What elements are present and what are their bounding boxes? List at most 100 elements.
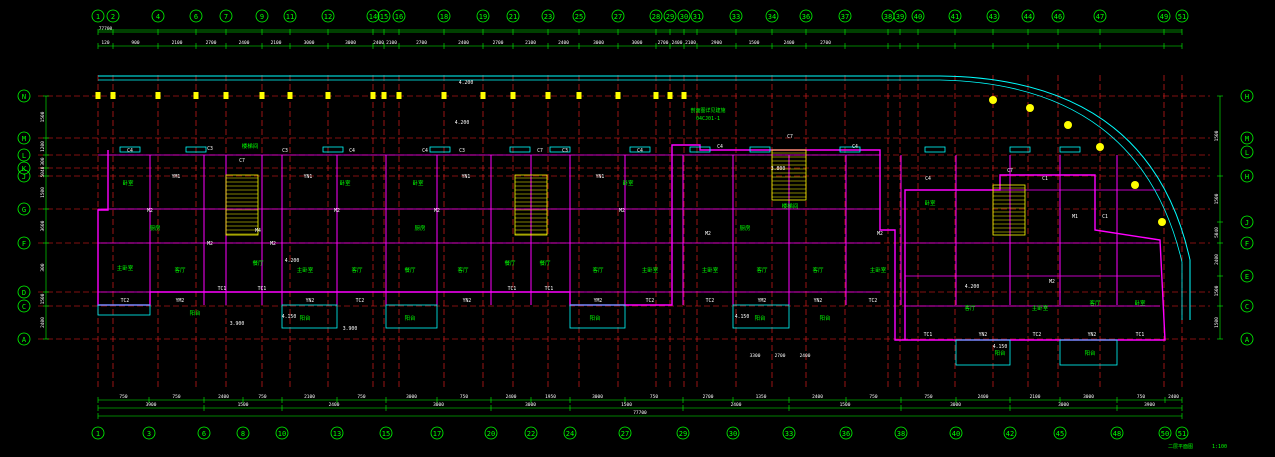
room-label-living-room: 客厅: [812, 266, 824, 274]
dim-bottom-row-1-label: 2400: [1168, 394, 1179, 400]
element-tag: C4: [127, 148, 133, 154]
window-opening: [749, 146, 771, 153]
stair-box: [992, 184, 1026, 236]
axis-bubble-bottom: [484, 426, 498, 440]
dim-bottom-row-1-label: 2100: [304, 394, 315, 400]
element-tag: YN2: [1088, 332, 1097, 338]
dim-left-label: 1500: [40, 187, 46, 198]
dim-top-row-label: 2400: [239, 40, 250, 46]
axis-bubble-top: [986, 9, 1000, 23]
bay-window: [385, 304, 438, 329]
axis-bubble-bottom-label: 13: [333, 430, 341, 438]
center-dimension: 2700: [775, 353, 786, 359]
room-label-master-bedroom: 主卧室: [642, 266, 659, 274]
axis-bubble-top: [437, 9, 451, 23]
axis-bubble-top-label: 29: [666, 13, 674, 21]
column-round: [989, 96, 997, 104]
axis-bubble-right: [1240, 269, 1254, 283]
axis-bubble-top-label: 25: [575, 13, 583, 21]
element-tag: M2: [147, 208, 153, 214]
dim-right-label: 1500: [1214, 130, 1220, 141]
element-tag: M2: [1049, 279, 1055, 285]
axis-bubble-left: [17, 202, 31, 216]
window-opening: [119, 146, 141, 153]
column: [223, 92, 229, 99]
elevation-mark: 4.150: [735, 314, 750, 320]
axis-bubble-bottom: [676, 426, 690, 440]
room-label-living-room: 客厅: [351, 266, 363, 274]
dim-bottom-row-2-label: 3000: [950, 402, 961, 408]
axis-bubble-right-label: H: [1245, 173, 1249, 181]
axis-bubble-left-label: N: [22, 93, 26, 101]
room-label-master-bedroom: 主卧室: [702, 266, 719, 274]
element-tag: YN1: [462, 174, 471, 180]
dim-top-row-label: 2100: [172, 40, 183, 46]
room-label-dining: 餐厅: [539, 259, 551, 267]
element-tag: TC1: [1136, 332, 1145, 338]
axis-bubble-top: [189, 9, 203, 23]
element-tag: YN2: [979, 332, 988, 338]
axis-bubble-top-label: 15: [380, 13, 388, 21]
element-tag: C1: [1102, 214, 1108, 220]
axis-bubble-right: [1240, 145, 1254, 159]
axis-bubble-bottom-label: 20: [487, 430, 495, 438]
axis-bubble-bottom: [726, 426, 740, 440]
axis-bubble-top-label: 31: [693, 13, 701, 21]
dim-top-row-label: 2400: [784, 40, 795, 46]
axis-bubble-top-label: 1: [96, 13, 100, 21]
axis-bubble-bottom-label: 1: [96, 430, 100, 438]
axis-bubble-right-label: J: [1245, 219, 1249, 227]
element-tag: C1: [1042, 176, 1048, 182]
column: [370, 92, 376, 99]
axis-bubble-top-label: 16: [395, 13, 403, 21]
axis-bubble-bottom: [618, 426, 632, 440]
room-label-bedroom: 卧室: [924, 199, 936, 207]
column: [510, 92, 516, 99]
column-round: [1096, 143, 1104, 151]
axis-bubble-top-label: 4: [156, 13, 160, 21]
element-tag: TC1: [218, 286, 227, 292]
room-label-dining: 餐厅: [504, 259, 516, 267]
stair-box: [514, 174, 548, 236]
axis-bubble-top: [690, 9, 704, 23]
element-tag: M2: [434, 208, 440, 214]
dim-left-label: 3600: [40, 220, 46, 231]
axis-bubble-top: [1021, 9, 1035, 23]
axis-bubble-right-label: A: [1245, 336, 1250, 344]
axis-bubble-top: [572, 9, 586, 23]
dim-top-row-label: 3000: [632, 40, 643, 46]
dim-bottom-row-2-label: 1500: [238, 402, 249, 408]
dim-left-label: 300: [40, 263, 46, 271]
room-label-balcony: 阳台: [299, 314, 311, 322]
element-tag: C3: [459, 148, 465, 154]
axis-bubble-bottom-label: 50: [1161, 430, 1169, 438]
window-opening: [429, 146, 451, 153]
dim-bottom-row-1-label: 750: [869, 394, 877, 400]
room-label-bedroom: 卧室: [622, 179, 634, 187]
center-dimension: 2400: [800, 353, 811, 359]
axis-bubble-top-label: 44: [1024, 13, 1032, 21]
curved-balcony-outer: [680, 75, 1191, 320]
outer-wall: [97, 144, 1166, 341]
axis-bubble-bottom-label: 33: [785, 430, 793, 438]
room-label-stair-hall: 楼梯间: [242, 142, 259, 150]
room-label-bedroom: 卧室: [339, 179, 351, 187]
axis-bubble-bottom-label: 8: [241, 430, 245, 438]
dim-bottom-row-2-label: 3900: [1144, 402, 1155, 408]
axis-bubble-top-label: 6: [194, 13, 198, 21]
dim-right-label: 1500: [1214, 285, 1220, 296]
axis-bubble-top-label: 14: [369, 13, 377, 21]
column: [193, 92, 199, 99]
column: [155, 92, 161, 99]
axis-bubble-top-label: 18: [440, 13, 448, 21]
axis-bubble-top-label: 33: [732, 13, 740, 21]
axis-bubble-top-label: 23: [544, 13, 552, 21]
column: [576, 92, 582, 99]
window-opening: [629, 146, 651, 153]
room-label-balcony: 阳台: [994, 349, 1006, 357]
room-label-stair-hall: 楼梯间: [782, 202, 799, 210]
